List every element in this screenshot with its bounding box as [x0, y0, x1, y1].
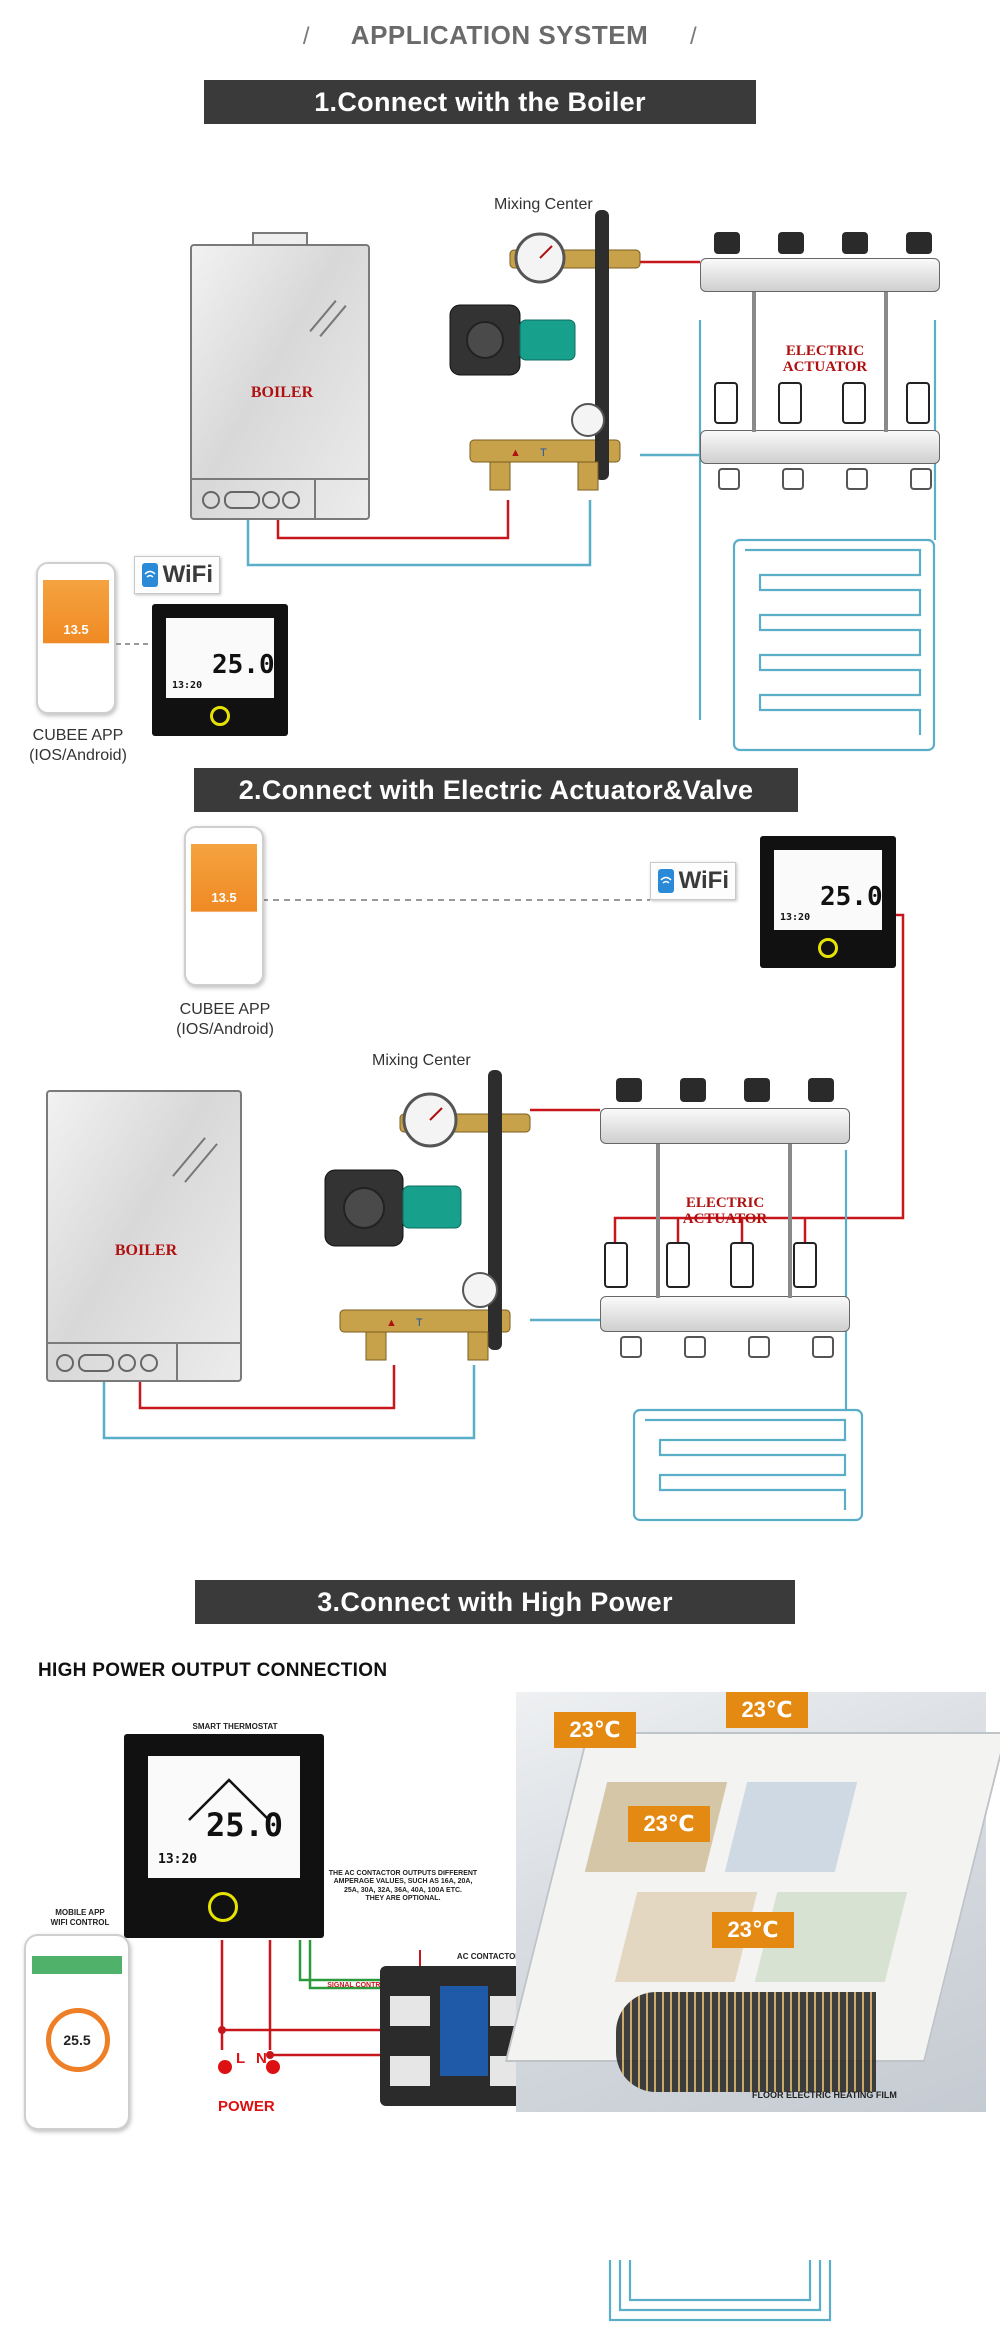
section1-phone: 13.5 — [36, 562, 116, 714]
section3-room-temp-3: 23℃ — [628, 1806, 710, 1842]
page-header: / APPLICATION SYSTEM / — [0, 10, 1000, 60]
section1-manifold: ELECTRIC ACTUATOR — [700, 232, 940, 512]
section3-phone: 25.5 — [24, 1934, 130, 2130]
section3-contactor-note: THE AC CONTACTOR OUTPUTS DIFFERENT AMPER… — [328, 1870, 478, 1903]
header-slash-right: / — [689, 23, 698, 50]
section1-title: 1.Connect with the Boiler — [314, 87, 646, 117]
section1-boiler-label: BOILER — [250, 384, 314, 401]
wifi-icon — [658, 869, 674, 893]
section3-smart-thermostat-label: SMART THERMOSTAT — [192, 1722, 278, 1731]
svg-text:T: T — [416, 1317, 423, 1329]
section3-n-terminal — [266, 2060, 280, 2074]
section3-house-image — [504, 1692, 1000, 2112]
section3-thermo-temp: 25.0 — [206, 1806, 284, 1844]
section2-title: 2.Connect with Electric Actuator&Valve — [238, 775, 754, 805]
section2-wifi-text: WiFi — [678, 867, 729, 894]
section3-heating-film — [616, 1992, 876, 2092]
section1-thermostat: 25.0 13:20 — [152, 604, 288, 736]
section2-phone: 13.5 — [184, 826, 264, 986]
section1-boiler: BOILER — [190, 232, 370, 520]
section1-gauge-icon — [514, 232, 566, 284]
section2-thermo-time: 13:20 — [780, 912, 811, 923]
section2-manifold: ELECTRIC ACTUATOR — [600, 1078, 850, 1378]
section2-title-band: 2.Connect with Electric Actuator&Valve — [194, 768, 798, 812]
section3-panel-title: HIGH POWER OUTPUT CONNECTION — [38, 1660, 388, 1681]
wifi-icon — [142, 563, 158, 587]
section2-boiler-label: BOILER — [114, 1242, 178, 1259]
section2-wifi-badge: WiFi — [650, 862, 736, 900]
section3-mobile-app-label: MOBILE APP WIFI CONTROL — [50, 1908, 110, 1927]
section3-room-temp-1: 23℃ — [554, 1712, 636, 1748]
section1-wifi-badge: WiFi — [134, 556, 220, 594]
section1-wifi-text: WiFi — [162, 561, 213, 588]
section1-dashed-link — [116, 643, 152, 645]
section3-thermo-time: 13:20 — [158, 1852, 198, 1867]
section2-thermo-temp: 25.0 — [820, 882, 883, 912]
section1-app-label: CUBEE APP (IOS/Android) — [29, 727, 127, 764]
section2-thermostat: 25.0 13:20 — [760, 836, 896, 968]
section2-app-label: CUBEE APP (IOS/Android) — [176, 1001, 274, 1038]
section3-l-label: L — [236, 2050, 246, 2067]
section3-phone-temp: 25.5 — [63, 2032, 91, 2048]
section2-pipes — [102, 899, 905, 1522]
svg-text:T: T — [540, 447, 547, 459]
section3-title-band: 3.Connect with High Power — [195, 1580, 795, 1624]
section1-actuator-label: ELECTRIC ACTUATOR — [782, 343, 868, 375]
section3-l-terminal — [218, 2060, 232, 2074]
section1-thermo-power-button — [210, 706, 230, 726]
section2-phone-temp: 13.5 — [211, 890, 237, 905]
section3-thermostat: 25.0 13:20 — [124, 1734, 324, 1938]
page-title: APPLICATION SYSTEM — [350, 20, 649, 50]
section1-thermo-temp: 25.0 — [212, 650, 275, 680]
section3-room-temp-2: 23℃ — [726, 1692, 808, 1728]
section3-floor-film-label: FLOOR ELECTRIC HEATING FILM — [752, 2090, 897, 2100]
section1-mixing-center: ▲ T — [449, 210, 641, 491]
section3-thermo-power-button — [208, 1892, 238, 1922]
section2-boiler: BOILER — [46, 1090, 242, 1382]
house-icon — [188, 1778, 270, 1821]
section3-n-label: N — [256, 2050, 267, 2067]
section1-phone-temp: 13.5 — [63, 622, 89, 637]
section2-mixing-center-label: Mixing Center — [372, 1052, 471, 1069]
section2-gauge-icon — [402, 1092, 458, 1148]
section1-pump-icon — [449, 304, 576, 376]
section3-title: 3.Connect with High Power — [317, 1587, 673, 1617]
section3-signal-output-label: SIGNAL CONTROL OUTPUT — [327, 1982, 421, 1989]
svg-text:▲: ▲ — [386, 1317, 397, 1329]
bottom-floor-loop — [608, 2260, 832, 2322]
section2-thermo-power-button — [818, 938, 838, 958]
section1-mixing-center-label: Mixing Center — [494, 196, 593, 213]
section2-mixing-center: ▲ T — [324, 1070, 531, 1361]
section1-title-band: 1.Connect with the Boiler — [204, 80, 756, 124]
header-slash-left: / — [302, 23, 311, 50]
section2-actuator-label: ELECTRIC ACTUATOR — [682, 1195, 768, 1227]
section3-power-label: POWER — [218, 2098, 275, 2115]
section1-floor-loops — [698, 320, 937, 752]
svg-text:▲: ▲ — [510, 447, 521, 459]
section2-pump-icon — [324, 1169, 462, 1247]
section3-ac-contactor-label: AC CONTACTOR — [456, 1952, 522, 1961]
section1-thermo-time: 13:20 — [172, 680, 203, 691]
section3-room-temp-4: 23℃ — [712, 1912, 794, 1948]
